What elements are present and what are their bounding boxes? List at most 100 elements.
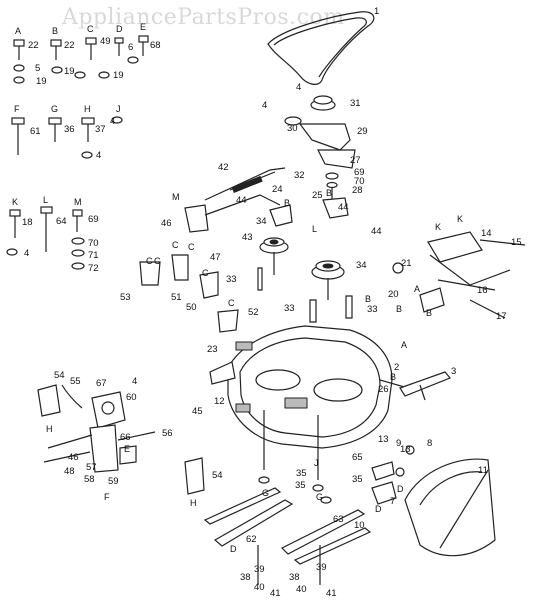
ref-letter: D — [230, 544, 237, 554]
nut-icon — [74, 71, 86, 79]
spindle-shafts — [258, 410, 332, 504]
part-label: 40 — [254, 582, 265, 593]
part-label: 38 — [240, 572, 251, 583]
bolt-a-icon — [13, 39, 25, 60]
part-label: 1 — [374, 6, 379, 17]
part-label: 25 — [312, 190, 323, 201]
part-label: 4 — [132, 376, 137, 387]
part-label: 63 — [333, 514, 344, 525]
ref-letter: D — [397, 484, 404, 494]
part-label: 45 — [192, 406, 203, 417]
bolt-c-icon — [85, 37, 97, 60]
part-label: 51 — [171, 292, 182, 303]
part-label: 2 — [394, 362, 399, 373]
bolt-l-icon — [40, 206, 53, 252]
part-label: 40 — [296, 584, 307, 595]
part-label: 61 — [30, 126, 41, 137]
ref-letter: C — [87, 24, 94, 34]
part-label: 68 — [150, 40, 161, 51]
part-label: 30 — [287, 123, 298, 134]
part-label: 3 — [451, 366, 456, 377]
part-label: 46 — [161, 218, 172, 229]
part-label: 39 — [254, 564, 265, 575]
watermark-text: AppliancePartsPros.com — [61, 5, 345, 30]
part-label: 69 — [354, 167, 365, 178]
left-brackets — [139, 254, 353, 333]
ref-letter: C — [188, 242, 195, 252]
ref-letter: J — [116, 104, 121, 114]
part-label: 28 — [352, 185, 363, 196]
ref-letter: B — [390, 372, 396, 382]
part-label: 44 — [371, 226, 382, 237]
lift-linkage-assembly — [392, 231, 526, 319]
nut-icon — [6, 248, 18, 256]
part-label: 13 — [400, 444, 411, 455]
part-label: 52 — [248, 307, 259, 318]
part-label: 72 — [88, 263, 99, 274]
part-label: 14 — [481, 228, 492, 239]
spindle-pulley-right — [311, 260, 345, 300]
part-label: 60 — [126, 392, 137, 403]
blade-left — [203, 487, 294, 585]
ref-letter: A — [401, 340, 407, 350]
deck-cover-plate — [235, 341, 253, 351]
ref-letter: B — [52, 26, 58, 36]
part-label: 41 — [326, 588, 337, 599]
part-label: 5 — [35, 63, 40, 74]
part-label: 54 — [212, 470, 223, 481]
part-label: 57 — [86, 462, 97, 473]
part-label: 9 — [396, 438, 401, 449]
part-label: 24 — [272, 184, 283, 195]
bracket-assembly — [184, 194, 349, 233]
part-label: 54 — [54, 370, 65, 381]
ref-letter: G — [262, 488, 269, 498]
part-label: 34 — [256, 216, 267, 227]
part-label: 70 — [354, 176, 365, 187]
deck-plate — [235, 403, 251, 413]
part-label: 4 — [24, 248, 29, 259]
ref-letter: E — [124, 444, 130, 454]
part-label: 41 — [270, 588, 281, 599]
nut-icon — [51, 66, 63, 74]
part-label: 35 — [295, 480, 306, 491]
part-label: 46 — [68, 452, 79, 463]
part-label: 22 — [64, 40, 75, 51]
part-label: 33 — [367, 304, 378, 315]
part-label: 69 — [88, 214, 99, 225]
bolt-b-icon — [50, 39, 62, 60]
bolt-f-icon — [11, 117, 25, 155]
part-label: 44 — [338, 202, 349, 213]
nut-icon — [13, 64, 25, 72]
part-label: 19 — [36, 76, 47, 87]
part-label: 11 — [478, 465, 488, 476]
part-label: 4 — [96, 150, 101, 161]
part-label: 7 — [390, 496, 395, 507]
part-label: 38 — [289, 572, 300, 583]
part-label: 36 — [64, 124, 75, 135]
part-label: 34 — [356, 260, 367, 271]
part-label: 20 — [388, 289, 399, 300]
part-label: 42 — [218, 162, 229, 173]
part-label: 44 — [236, 195, 247, 206]
part-label: 26 — [378, 384, 389, 395]
control-rod — [204, 167, 286, 201]
ref-letter: A — [414, 284, 420, 294]
part-label: 55 — [70, 376, 81, 387]
ref-letter: B — [365, 294, 371, 304]
bolt-h-icon — [81, 117, 95, 142]
drive-belt — [267, 11, 375, 85]
bolt-d-icon — [114, 37, 124, 56]
bolt-g-icon — [48, 117, 62, 142]
ref-letter: H — [190, 498, 197, 508]
nut-icon — [71, 262, 85, 270]
part-label: 4 — [110, 116, 115, 127]
part-label: 53 — [120, 292, 131, 303]
ref-letter: K — [457, 214, 463, 224]
part-label: 64 — [56, 216, 67, 227]
part-label: 62 — [246, 534, 257, 545]
part-label: 56 — [162, 428, 173, 439]
ref-letter: C — [202, 268, 209, 278]
ref-letter: J — [314, 458, 319, 468]
part-label: 17 — [496, 311, 507, 322]
part-label: 13 — [378, 434, 389, 445]
